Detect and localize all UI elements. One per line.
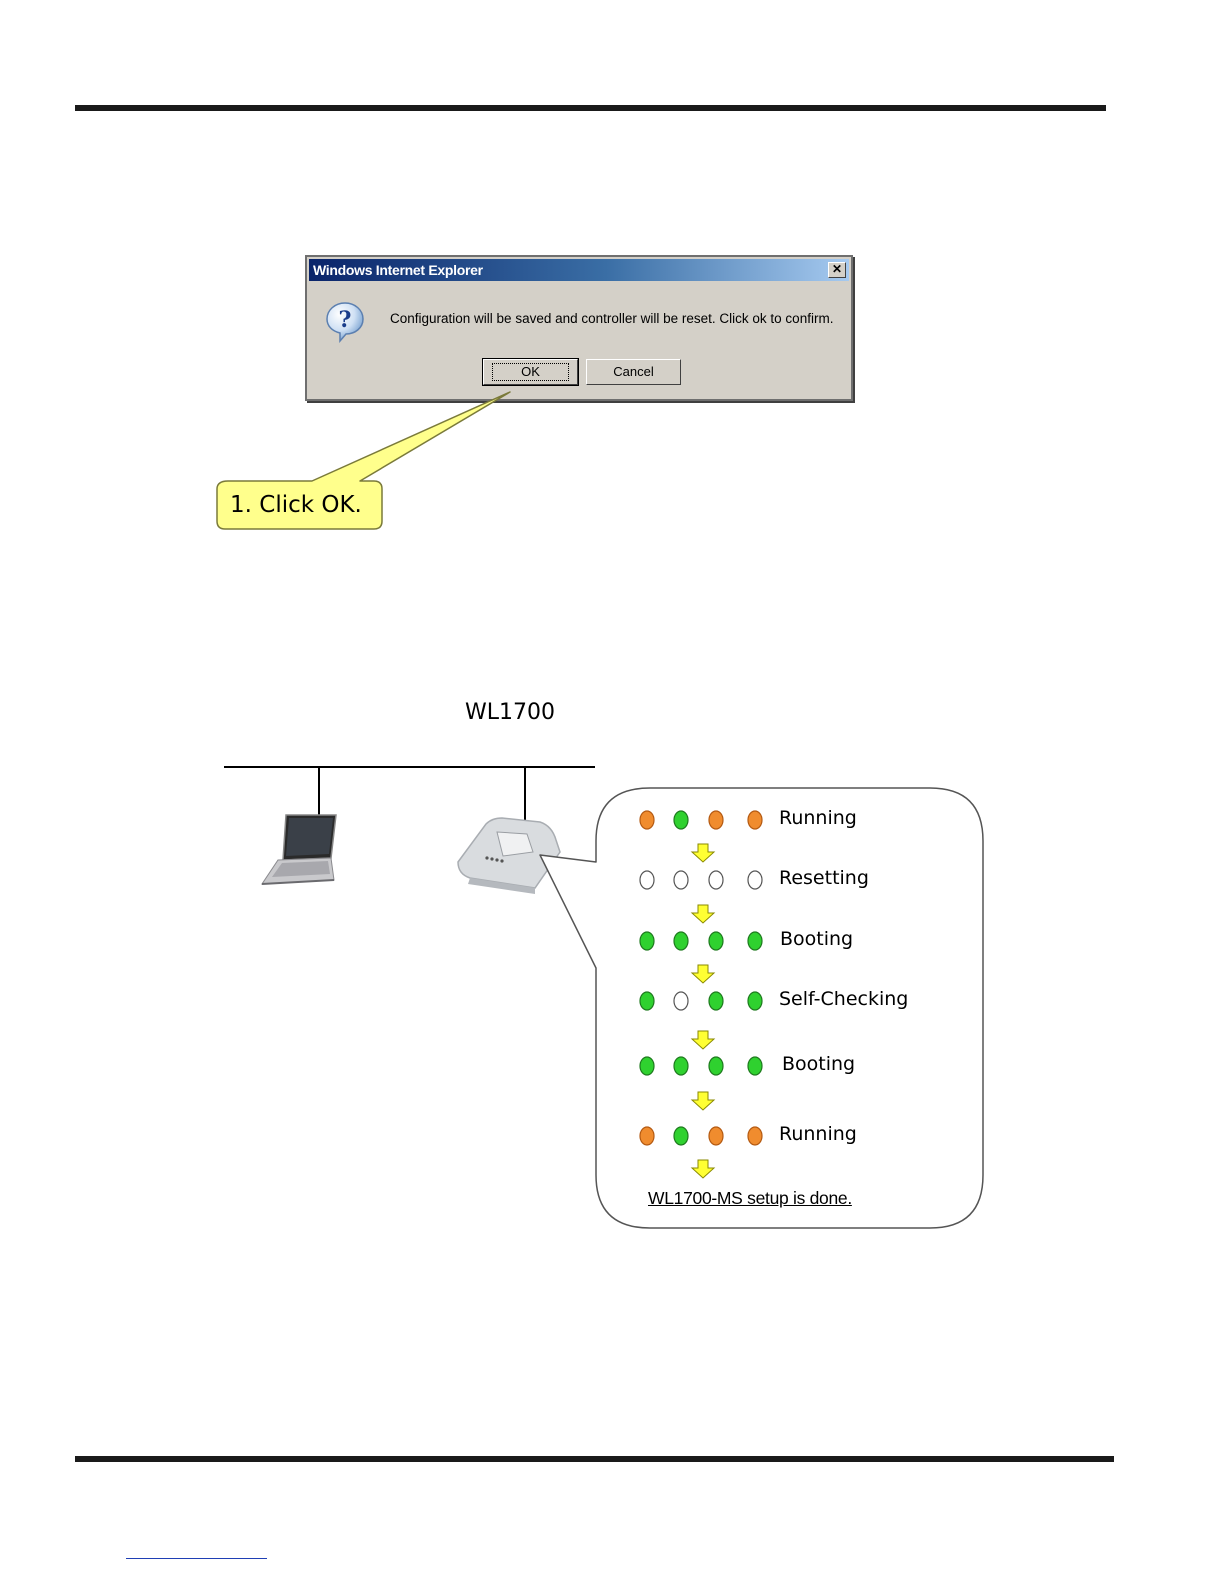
led-indicator (674, 1127, 688, 1145)
led-indicator (748, 932, 762, 950)
led-indicator (709, 1127, 723, 1145)
led-indicator (640, 1127, 654, 1145)
led-state-label: Self-Checking (779, 988, 908, 1010)
laptop-icon (262, 815, 336, 884)
footer-rule (75, 1456, 1114, 1462)
led-indicator (674, 811, 688, 829)
led-indicator (640, 932, 654, 950)
led-indicator (640, 811, 654, 829)
led-indicator (748, 1057, 762, 1075)
led-state-label: Booting (782, 1053, 855, 1075)
led-indicator (640, 1057, 654, 1075)
led-state-label: Resetting (779, 867, 869, 889)
led-indicator (640, 992, 654, 1010)
footer-link-underline (126, 1558, 267, 1559)
led-indicator (748, 811, 762, 829)
led-indicator (674, 1057, 688, 1075)
led-indicator (674, 871, 688, 889)
led-indicator (709, 871, 723, 889)
led-indicator (748, 992, 762, 1010)
led-indicator (748, 871, 762, 889)
led-indicator (709, 811, 723, 829)
setup-done-text: WL1700-MS setup is done. (648, 1188, 852, 1209)
led-indicator (748, 1127, 762, 1145)
led-status-bubble (540, 788, 983, 1228)
led-indicator (674, 932, 688, 950)
led-state-label: Running (779, 807, 857, 829)
led-state-label: Booting (780, 928, 853, 950)
led-indicator (640, 871, 654, 889)
led-state-label: Running (779, 1123, 857, 1145)
led-indicator (709, 992, 723, 1010)
led-indicator (674, 992, 688, 1010)
network-diagram (0, 0, 1224, 1300)
led-indicator (709, 1057, 723, 1075)
led-indicator (709, 932, 723, 950)
